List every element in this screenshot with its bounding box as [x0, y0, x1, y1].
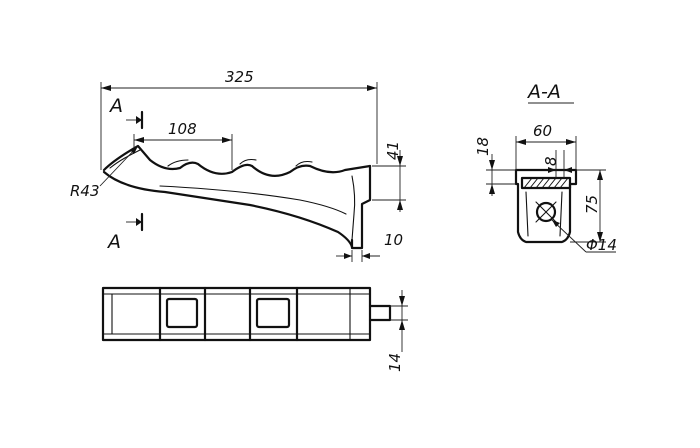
dim-hole-diameter: Φ14 [586, 236, 617, 254]
plan-window-2 [255, 297, 291, 329]
dim-overall-length: 325 [225, 68, 254, 86]
section-body [514, 168, 578, 244]
section-hatching [523, 177, 569, 189]
plan-view [101, 286, 392, 342]
side-view-scallop-rim [167, 158, 313, 167]
dim-section-slot: 8 [542, 156, 560, 166]
radius-callout: R43 [70, 145, 139, 200]
dim-plan-14: 14 [386, 353, 404, 372]
section-hole [535, 201, 557, 223]
dim-section-width: 60 [533, 122, 552, 140]
plan-outline [101, 286, 372, 342]
dimension-325: 325 [100, 68, 378, 170]
side-view-rib [159, 185, 347, 215]
section-cut-marks: A A [106, 95, 144, 253]
dimension-108: 108 [133, 120, 233, 170]
section-cavity [525, 191, 563, 237]
dimension-75: 75 [570, 169, 606, 243]
section-mark-bottom: A [106, 231, 121, 253]
side-view-foot [350, 164, 372, 250]
plan-end-tab [368, 304, 392, 322]
dim-tail: 10 [384, 231, 403, 249]
side-view-top-outline [102, 144, 372, 177]
section-view: A-A [514, 81, 578, 244]
side-view-foot-inner [351, 175, 356, 241]
section-mark-top: A [108, 95, 123, 117]
dimension-8: 8 [542, 150, 572, 178]
dimension-14: 14 [386, 290, 408, 372]
side-view-tip-inner [109, 149, 141, 169]
dimension-18: 18 [474, 137, 516, 196]
section-title: A-A [526, 81, 561, 103]
hole-diameter-callout: Φ14 [551, 219, 617, 254]
side-view [102, 144, 372, 250]
side-view-underside [102, 170, 354, 249]
dim-section-height: 75 [583, 195, 601, 214]
dim-pitch: 108 [168, 120, 197, 138]
dim-section-top: 18 [474, 137, 492, 156]
dim-height: 41 [384, 141, 402, 160]
dimension-60: 60 [515, 122, 577, 170]
dim-radius: R43 [70, 182, 100, 200]
dimension-41: 41 [372, 141, 406, 212]
dimension-10: 10 [336, 231, 403, 262]
plan-window-1 [165, 297, 199, 329]
section-hatched-bar [520, 176, 572, 190]
